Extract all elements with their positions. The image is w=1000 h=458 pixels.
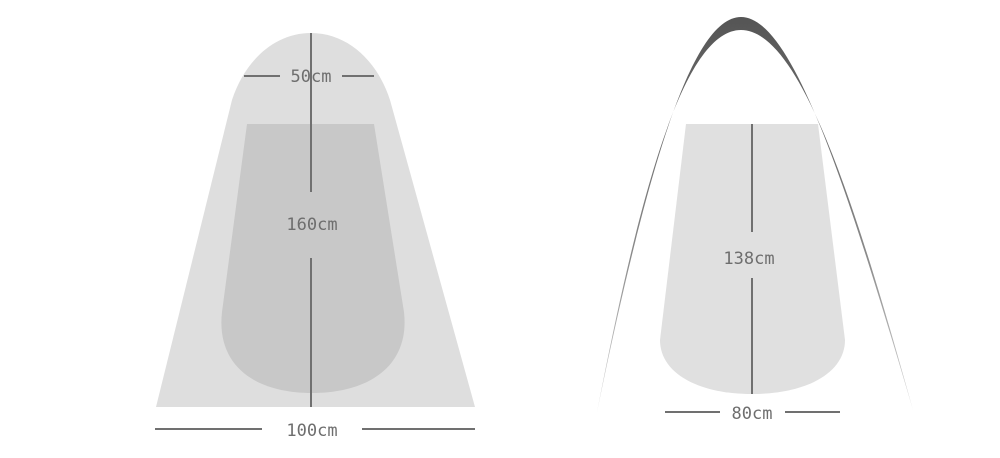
side-view: 138cm 80cm	[597, 17, 913, 424]
front-top-width-label: 50cm	[291, 67, 332, 87]
side-height-label: 138cm	[723, 249, 774, 269]
side-inner-shape	[660, 124, 845, 394]
front-view: 50cm 160cm 100cm	[155, 33, 475, 441]
front-inner-shape	[221, 124, 405, 393]
front-height-label: 160cm	[286, 215, 337, 235]
front-bottom-width-label: 100cm	[286, 421, 337, 441]
side-bottom-width-label: 80cm	[732, 404, 773, 424]
